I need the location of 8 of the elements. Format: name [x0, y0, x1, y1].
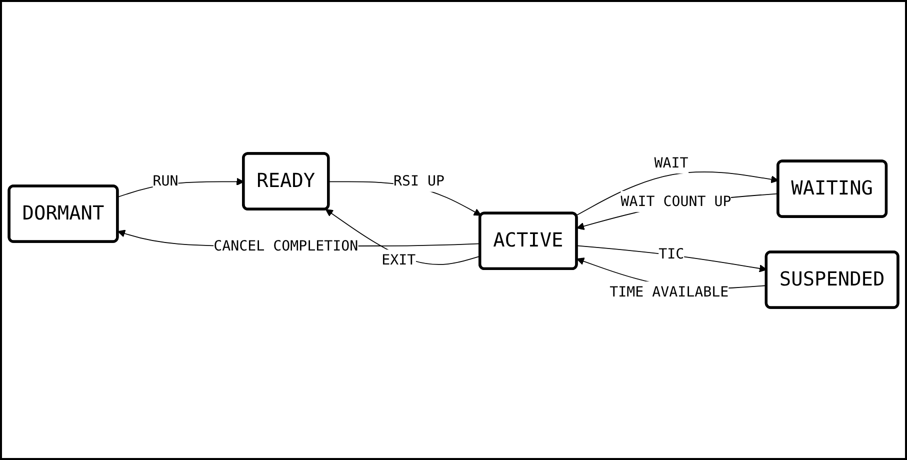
- edge-label: WAIT: [654, 154, 688, 171]
- edge-label: TIC: [658, 245, 684, 262]
- edge-label: CANCEL COMPLETION: [214, 237, 358, 254]
- edge-label: TIME AVAILABLE: [610, 283, 729, 300]
- edge-label: RUN: [152, 172, 178, 190]
- edge-label: EXIT: [382, 251, 416, 268]
- edge-label: RSI UP: [393, 172, 445, 190]
- edge-label: WAIT COUNT UP: [620, 192, 732, 210]
